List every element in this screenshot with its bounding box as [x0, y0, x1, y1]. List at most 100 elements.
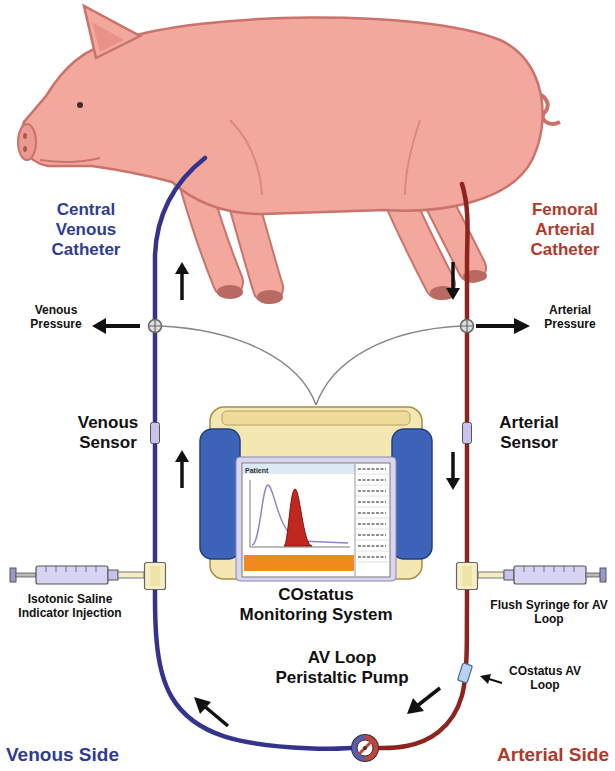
drawn-line [358, 512, 386, 514]
pressure-transducer [149, 320, 474, 333]
drawn-circle [149, 320, 162, 333]
drawn-rect [514, 566, 586, 584]
drawn-rect [16, 573, 36, 577]
drawn-path [476, 324, 516, 328]
drawn-line [356, 562, 389, 563]
drawn-rect [586, 573, 600, 577]
drawn-path [524, 566, 574, 572]
drawn-rect [145, 563, 166, 590]
loop-label: COstatus AV Loop [505, 664, 585, 692]
sensor-box-outline [150, 422, 160, 444]
tubing-connector [467, 444, 468, 562]
node-label: Venous Sensor [70, 413, 146, 453]
drawn-path [480, 674, 491, 684]
drawn-path [284, 489, 312, 546]
drawn-line [356, 551, 389, 552]
drawn-line [356, 518, 389, 519]
drawn-path [489, 679, 502, 683]
tube-path [465, 444, 470, 562]
drawn-path [446, 288, 460, 300]
drawn-path [155, 158, 205, 422]
drawn-line [356, 540, 389, 541]
drawn-rect [222, 411, 410, 425]
injection-port-outline [144, 562, 166, 590]
screen-text: Patient [245, 467, 305, 475]
node-label: Flush Syringe for AV Loop [490, 598, 608, 626]
drawn-line [356, 529, 389, 530]
drawn-path [417, 688, 440, 706]
drawn-line [358, 556, 386, 558]
drawn-rect [10, 568, 16, 582]
drawn-path [40, 158, 100, 162]
side-label: Venous Side [6, 744, 156, 766]
pressure-label: Arterial Pressure [534, 303, 606, 331]
drawn-line [358, 490, 386, 492]
side-label: Arterial Side [459, 744, 609, 766]
peristaltic-pump: AV Loop Peristaltic Pump [351, 734, 379, 762]
drawn-rect [151, 423, 160, 444]
drawn-g [217, 270, 487, 304]
node-label: Isotonic Saline Indicator Injection [14, 592, 126, 620]
sensor-box: Venous Sensor [150, 422, 160, 444]
syringe-left [10, 566, 144, 584]
drawn-ellipse [217, 285, 243, 299]
drawn-path [461, 320, 473, 332]
drawn-path [175, 450, 189, 462]
drawn-path [180, 272, 184, 300]
drawn-path [514, 318, 530, 334]
drawn-line [356, 507, 389, 508]
drawn-path [446, 478, 460, 490]
tubing-connector [155, 444, 156, 562]
drawn-path [161, 326, 316, 405]
drawn-path [104, 324, 140, 328]
drawn-rect [244, 555, 354, 571]
pressure-wires [161, 326, 461, 405]
drawn-line [355, 464, 356, 576]
drawn-circle [461, 320, 474, 333]
node-label: COstatus Monitoring System [236, 585, 396, 625]
flush-port: Flush Syringe for AV Loop [456, 562, 478, 590]
drawn-rect [150, 566, 160, 586]
drawn-path [46, 566, 96, 572]
drawn-ellipse [257, 290, 283, 304]
drawn-rect [463, 423, 472, 444]
drawn-line [358, 501, 386, 503]
drawn-rect [478, 572, 504, 578]
drawn-path [230, 120, 262, 195]
drawn-rect [457, 663, 472, 683]
flush-port-outline [456, 562, 478, 590]
drawn-line [356, 485, 389, 486]
drawn-line [358, 534, 386, 536]
node-label: Arterial Sensor [487, 413, 571, 453]
monitor-device-outline [200, 405, 432, 582]
drawn-path [250, 480, 350, 547]
drawn-path [407, 698, 424, 714]
drawn-rect [210, 407, 422, 579]
drawn-rect [392, 429, 432, 559]
drawn-ellipse [23, 146, 27, 152]
drawn-path [359, 742, 371, 754]
drawn-path [316, 326, 461, 405]
tube-path [153, 444, 158, 562]
drawn-rect [457, 563, 478, 590]
sensor-box: Arterial Sensor [462, 422, 472, 444]
drawn-rect [600, 568, 606, 582]
drawn-rect [36, 566, 108, 584]
drawn-path [92, 22, 124, 52]
drawn-line [356, 496, 389, 497]
pressure-label: Venous Pressure [24, 303, 88, 331]
drawn-rect [236, 457, 396, 581]
pig-illustration [18, 6, 560, 304]
drawn-rect [108, 570, 118, 580]
peristaltic-pump-outline [351, 734, 379, 762]
monitor-device: COstatus Monitoring System [200, 405, 432, 582]
syringe-right [478, 566, 606, 584]
drawn-path [149, 320, 161, 332]
catheter-label: Femoral Arterial Catheter [520, 200, 610, 260]
sensor-box-outline [462, 422, 472, 444]
injection-port: Isotonic Saline Indicator Injection [144, 562, 166, 590]
drawn-path [451, 262, 455, 290]
